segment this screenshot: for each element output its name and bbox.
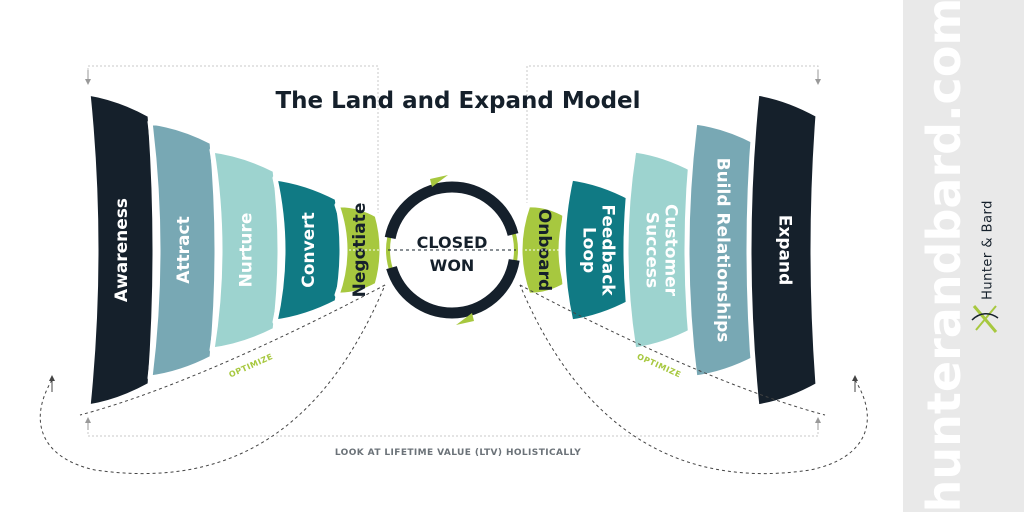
left-funnel: Awareness Attract Nurture Convert Negotiate xyxy=(85,90,385,410)
stage-label-negotiate: Negotiate xyxy=(350,203,370,298)
stage-label-customer-success-line2: Success xyxy=(642,212,662,288)
stage-label-awareness: Awareness xyxy=(112,198,132,302)
stage-label-attract: Attract xyxy=(174,216,194,283)
website-url[interactable]: hunterandbard.com xyxy=(917,0,971,512)
brand-sidebar: hunterandbard.com Hunter & Bard xyxy=(903,0,1024,512)
optimize-label-left: OPTIMIZE xyxy=(228,352,275,379)
sidebar-background xyxy=(903,0,1024,512)
top-bracket-left xyxy=(85,65,379,240)
optimize-label-right: OPTIMIZE xyxy=(636,352,683,379)
brand-logo-icon xyxy=(971,305,999,333)
stage-attract xyxy=(147,119,220,381)
stage-label-convert: Convert xyxy=(299,212,319,287)
stage-label-build-relationships: Build Relationships xyxy=(713,158,733,343)
ltv-bracket xyxy=(85,417,821,437)
stage-awareness xyxy=(85,90,158,410)
stage-label-onboard: Onboard xyxy=(534,209,554,291)
diagram-title: The Land and Expand Model xyxy=(275,88,640,114)
stage-nurture xyxy=(209,147,283,353)
stage-expand xyxy=(746,90,821,410)
stage-label-expand: Expand xyxy=(775,215,795,286)
inner-circle xyxy=(398,196,506,304)
loop-arrow-right xyxy=(519,284,868,475)
ring-arrow-top-icon xyxy=(430,175,448,187)
dark-ring xyxy=(383,181,521,319)
closed-won-circle: CLOSED WON xyxy=(345,175,560,325)
stage-negotiate xyxy=(334,202,385,298)
closed-label: CLOSED xyxy=(417,233,488,252)
top-bracket-right xyxy=(526,65,821,240)
stage-label-customer-success-line1: Customer xyxy=(661,204,681,297)
won-label: WON xyxy=(430,256,475,275)
stage-label-nurture: Nurture xyxy=(237,213,257,288)
stage-convert xyxy=(272,175,345,325)
ltv-caption: LOOK AT LIFETIME VALUE (LTV) HOLISTICALL… xyxy=(335,448,581,458)
brand-name: Hunter & Bard xyxy=(981,200,996,300)
ring-arrow-bottom-icon xyxy=(456,313,474,325)
stage-label-feedback-loop-line2: Loop xyxy=(579,227,599,273)
stage-label-feedback-loop-line1: Feedback xyxy=(598,204,618,296)
loop-arrow-left xyxy=(39,284,386,475)
